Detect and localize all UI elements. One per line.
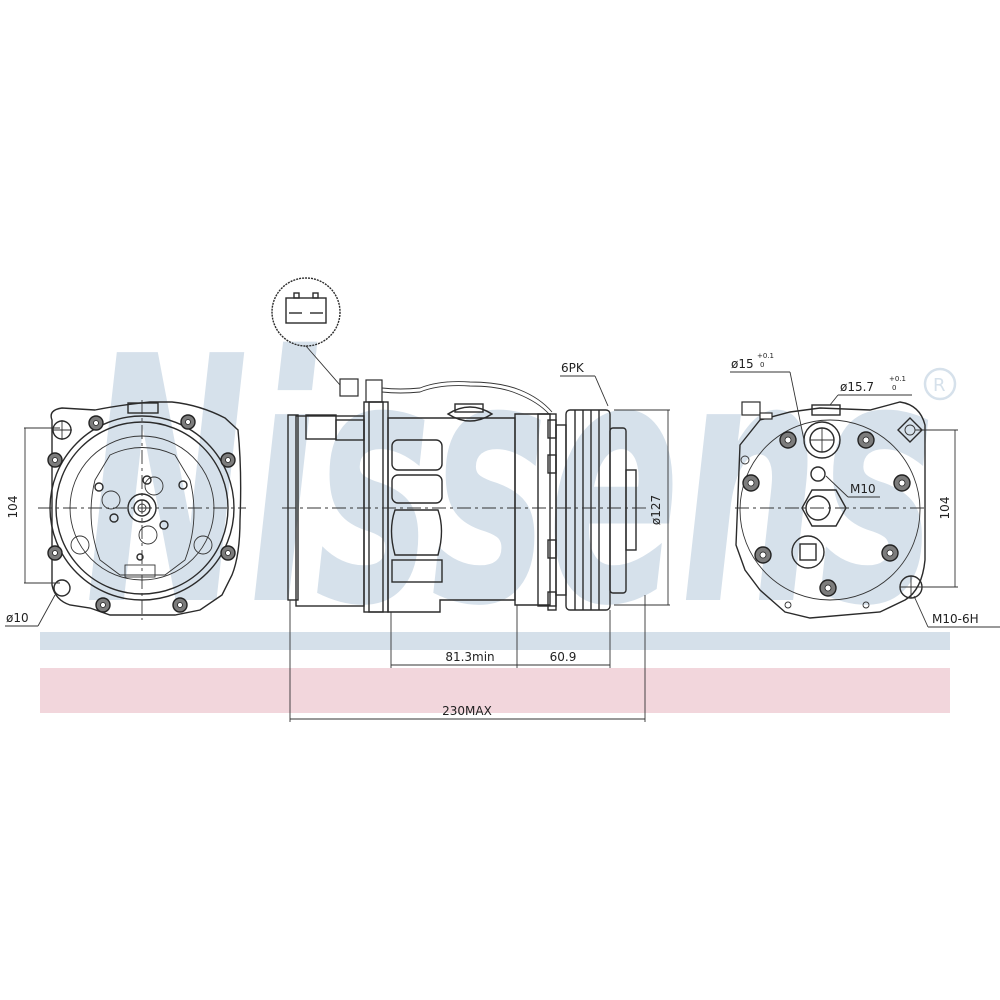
svg-text:R: R (933, 375, 946, 396)
side-pulley-label: 6PK (561, 361, 585, 375)
front-dim-hole-dia: ø10 (6, 611, 29, 625)
watermark-band-pink (40, 668, 950, 713)
side-pulley-dia: ø127 (649, 495, 663, 525)
watermark-logo: Nissens R (85, 285, 957, 681)
connector-detail-bubble (271, 277, 341, 347)
rear-dim-bolt-spacing: 104 (938, 497, 952, 520)
rear-port2-tol-lower: 0 (892, 384, 896, 392)
side-dim-total: 230MAX (442, 704, 492, 718)
rear-port2-dia: ø15.7 (840, 380, 874, 394)
front-view: 104 ø10 (5, 400, 246, 627)
front-dim-bolt-spacing: 104 (6, 496, 20, 519)
side-dim-body: 81.3min (445, 650, 494, 664)
rear-port1-dia: ø15 (731, 357, 754, 371)
side-view: 6PK ø127 81.3min 60.9 230MAX (271, 277, 670, 722)
rear-port1-tol-upper: +0.1 (757, 352, 774, 360)
rear-port1-tol-lower: 0 (760, 361, 764, 369)
rear-port2-tol-upper: +0.1 (889, 375, 906, 383)
rear-mount-thread: M10-6H (932, 612, 979, 626)
front-bolts (47, 414, 236, 613)
registered-mark-icon (923, 367, 957, 401)
rear-view: ø15 +0.1 0 ø15.7 +0.1 0 M10 104 M10-6H (730, 352, 1000, 628)
watermark-brand-text: Nissens (85, 285, 935, 681)
rear-thread-center: M10 (850, 482, 876, 496)
side-dim-clutch: 60.9 (550, 650, 577, 664)
rear-bolts (742, 431, 911, 597)
watermark-band-blue (40, 632, 950, 650)
